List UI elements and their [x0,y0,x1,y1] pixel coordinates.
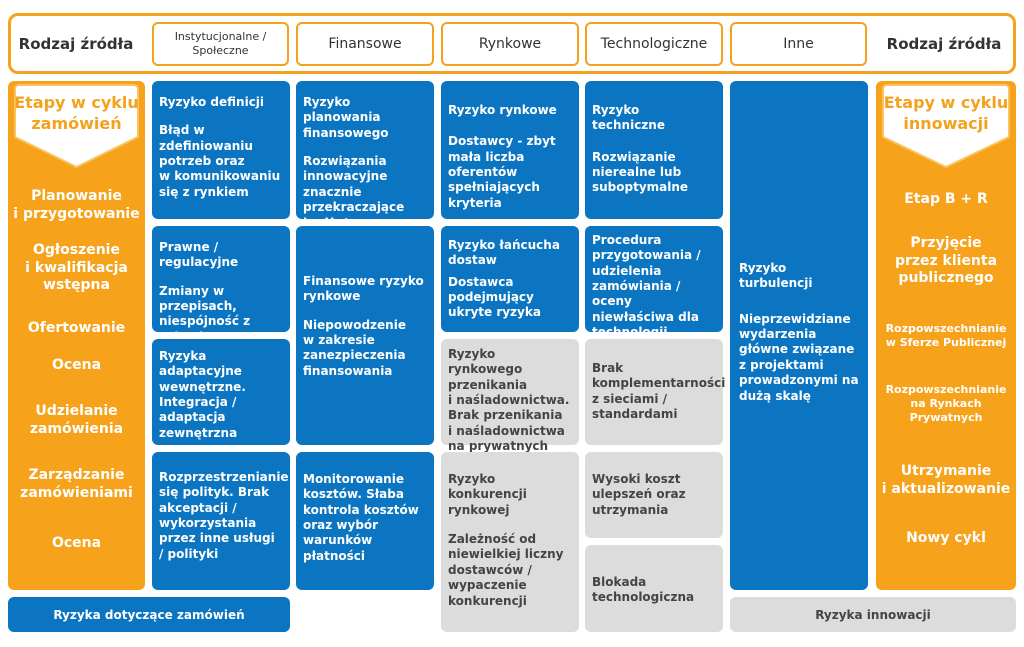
risk-title: Procedura przygotowania / udzielenia zam… [592,233,701,340]
risk-title: Ryzyko łańcucha dostaw [448,238,560,268]
category-technological-label: Technologiczne [600,36,708,52]
risk-title: Blokada technologiczna [592,575,695,605]
risk-box-financial-planning: Ryzyko planowania finansowego Rozwiązani… [296,81,434,245]
stage-diffusion-public: Rozpowszechnianie w Sferze Publicznej [885,322,1007,349]
stage-diffusion-private: Rozpowszechnianie na Rynkach Prywatnych [885,383,1007,424]
stage-evaluation-final: Ocena [51,535,102,551]
risk-title: Ryzyko konkurencji rynkowej [448,472,527,517]
category-technological: Technologiczne [585,22,723,66]
risk-box-procedure: Procedura przygotowania / udzielenia zam… [585,226,723,339]
stage-announcement: Ogłoszenie i kwalifikacja wstępna [25,242,128,293]
risk-box-market: Ryzyko rynkowe Dostawcy - zbyt mała licz… [441,81,579,219]
risk-title: Monitorowanie kosztów. Słaba kontrola ko… [303,472,419,563]
innovation-stages-title-shape [882,84,1010,169]
stage-planning: Planowanie i przygotowanie [13,188,140,222]
risk-title: Ryzyko turbulencji [739,261,813,291]
risk-title: Prawne / regulacyjne [159,240,239,270]
risk-description: Zależność od niewielkiej liczny dostawcó… [448,532,564,608]
category-other-label: Inne [783,36,814,52]
procurement-stages-column: Etapy w cyklu zamówień Planowanie i przy… [8,81,145,590]
risk-box-complementarity: Brak komplementarności z sieciami / stan… [585,339,726,445]
risk-description: Dostawca podejmujący ukryte ryzyka [448,274,541,320]
risk-box-cost-monitoring: Monitorowanie kosztów. Słaba kontrola ko… [296,452,434,590]
risk-description: Rozwiązanie nierealne lub suboptymalne [592,149,689,195]
risk-box-lock-in: Blokada technologiczna [585,545,723,632]
risk-box-financial-market: Finansowe ryzyko rynkowe Niepowodzenie w… [296,226,434,445]
right-header-label: Rodzaj źródła [886,35,1002,53]
risk-description: Błąd w zdefiniowaniu potrzeb oraz w komu… [159,123,281,199]
category-market-label: Rynkowe [478,36,542,52]
stage-rd: Etap B + R [904,191,988,207]
risk-description: Niepowodzenie w zakresie zanezpieczenia … [303,317,406,378]
risk-title: Brak komplementarności z sieciami / stan… [592,361,726,422]
stage-adoption: Przyjęcie przez klienta publicznego [894,235,998,286]
risk-box-adaptation: Ryzyka adaptacyjne wewnętrzne. Integracj… [152,339,290,445]
innovation-risks-bar: Ryzyka innowacji [730,597,1016,632]
procurement-risks-bar: Ryzyka dotyczące zamówień [8,597,290,632]
stage-awarding: Udzielanie zamówienia [29,403,124,437]
risk-box-market-competition: Ryzyko konkurencji rynkowej Zależność od… [441,452,579,632]
risk-description: Nieprzewidziane wydarzenia główne związa… [739,311,859,403]
risk-box-technical: Ryzyko techniczne Rozwiązanie nierealne … [585,81,723,219]
category-market: Rynkowe [441,22,579,66]
risk-title: Finansowe ryzyko rynkowe [303,274,424,304]
risk-description: Dostawcy - zbyt mała liczba oferentów sp… [448,134,556,210]
category-institutional: Instytucjonalne / Społeczne [152,22,289,66]
risk-title: Ryzyka adaptacyjne wewnętrzne. Integracj… [159,349,246,440]
risk-box-legal: Prawne / regulacyjne Zmiany w przepisach… [152,226,290,359]
risk-box-market-penetration: Ryzyko rynkowego przenikania i naśladown… [441,339,579,469]
stage-new-cycle: Nowy cykl [906,530,986,546]
procurement-stages-title-shape [14,84,139,169]
risk-box-supply-chain: Ryzyko łańcucha dostaw Dostawca podejmuj… [441,226,579,332]
category-other: Inne [730,22,867,66]
risk-title: Ryzyko definicji [159,95,265,109]
category-financial-label: Finansowe [328,36,402,52]
innovation-risks-label: Ryzyka innowacji [815,607,931,622]
risk-title: Wysoki koszt ulepszeń oraz utrzymania [592,472,686,517]
procurement-stages-title: Etapy w cyklu zamówień [14,93,139,133]
stage-management: Zarządzanie zamówieniami [20,467,133,501]
procurement-risks-label: Ryzyka dotyczące zamówień [53,607,245,622]
stage-evaluation: Ocena [51,357,102,373]
risk-title: Rozprzestrzenianie się polityk. Brak akc… [159,470,289,561]
left-header-label: Rodzaj źródła [18,35,134,53]
category-institutional-label: Instytucjonalne / Społeczne [174,29,267,57]
risk-box-turbulence: Ryzyko turbulencji Nieprzewidziane wydar… [730,81,868,590]
stage-bidding: Ofertowanie [27,320,126,336]
risk-title: Ryzyko techniczne [592,103,665,133]
innovation-stages-column: Etapy w cyklu innowacji Etap B + R Przyj… [876,81,1016,590]
risk-box-policy-spread: Rozprzestrzenianie się polityk. Brak akc… [152,452,290,590]
risk-title: Ryzyko planowania finansowego [303,95,389,140]
risk-title: Ryzyko rynkowe [448,103,557,117]
innovation-stages-title: Etapy w cyklu innowacji [883,93,1009,133]
risk-box-upgrade-cost: Wysoki koszt ulepszeń oraz utrzymania [585,452,723,538]
category-financial: Finansowe [296,22,434,66]
stage-maintenance: Utrzymanie i aktualizowanie [881,463,1011,497]
risk-box-definition: Ryzyko definicji Błąd w zdefiniowaniu po… [152,81,290,219]
